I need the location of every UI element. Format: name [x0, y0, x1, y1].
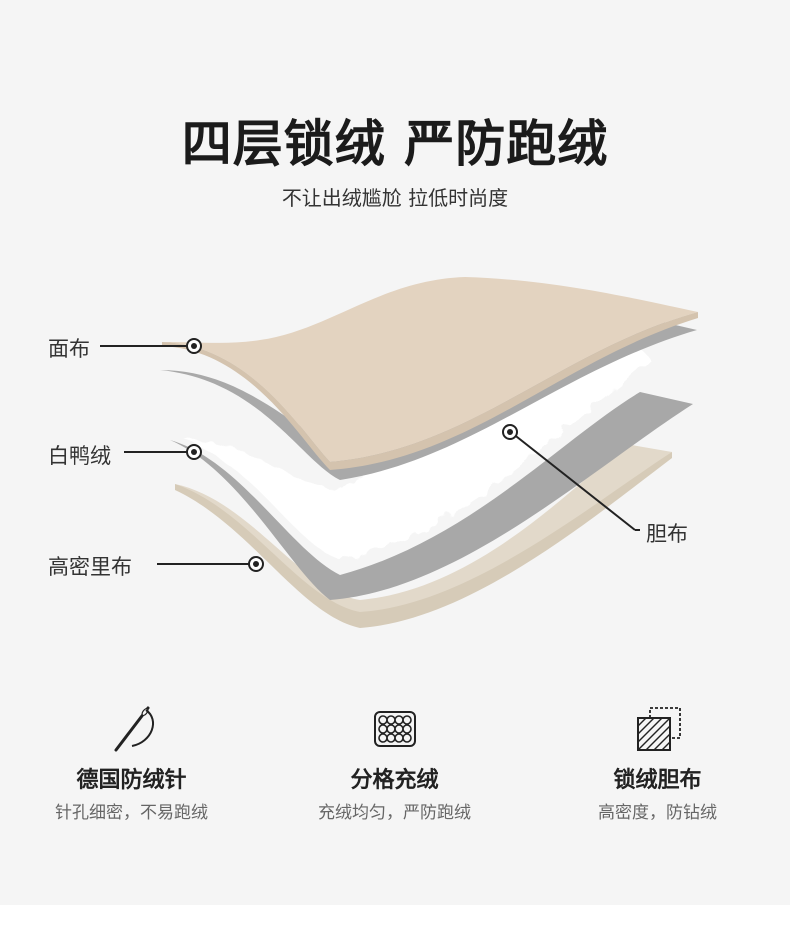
marker-face [186, 338, 202, 354]
grid-icon [373, 711, 416, 747]
inner-gray-upper [160, 318, 697, 480]
feature-title: 分格充绒 [350, 768, 439, 793]
fabric-icon [636, 707, 681, 751]
feature-needle: 德国防绒针 针孔细密，不易跑绒 [0, 700, 263, 823]
inner-gray-lower [170, 392, 693, 600]
feature-fabric: 锁绒胆布 高密度，防钻绒 [526, 700, 789, 823]
label-lining: 高密里布 [48, 555, 132, 579]
label-inner: 胆布 [646, 522, 688, 546]
feature-title: 锁绒胆布 [613, 768, 702, 793]
page-subtitle: 不让出绒尴尬 拉低时尚度 [281, 186, 509, 210]
feature-grid: 分格充绒 充绒均匀，严防跑绒 [263, 700, 526, 823]
face-layer [162, 277, 698, 462]
layer-diagram [100, 277, 698, 628]
feature-desc: 针孔细密，不易跑绒 [55, 803, 208, 823]
feature-title: 德国防绒针 [76, 768, 187, 793]
marker-lining [248, 556, 264, 572]
feature-desc: 充绒均匀，严防跑绒 [318, 803, 471, 823]
bottom-strip [0, 905, 790, 942]
label-face: 面布 [48, 337, 90, 361]
page-title: 四层锁绒 严防跑绒 [181, 115, 609, 173]
needle-icon [114, 706, 154, 752]
label-down: 白鸭绒 [48, 444, 111, 468]
marker-inner [502, 424, 518, 440]
marker-down [186, 444, 202, 460]
feature-desc: 高密度，防钻绒 [598, 803, 717, 823]
